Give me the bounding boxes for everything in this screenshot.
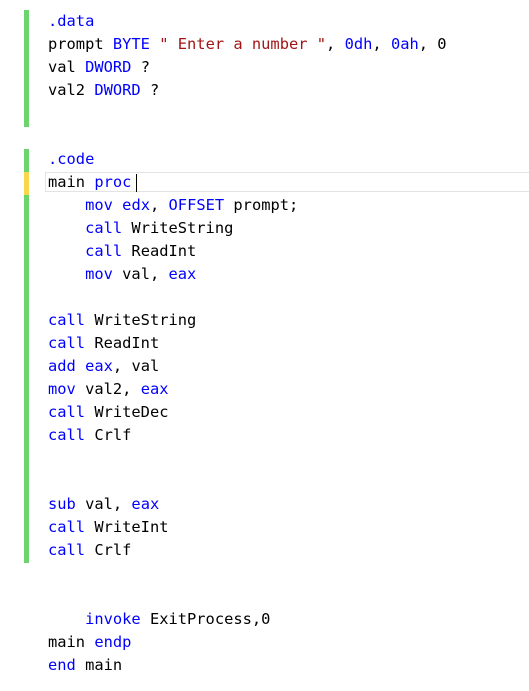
- code-token-text: val,: [75, 495, 132, 513]
- change-bar-code-body: [24, 195, 29, 563]
- code-token-text: ReadInt: [122, 242, 197, 260]
- code-token-keyword: OFFSET: [168, 196, 225, 214]
- code-token-keyword: call: [48, 518, 86, 536]
- code-line[interactable]: call ReadInt: [48, 332, 159, 355]
- code-token-text: [48, 610, 85, 628]
- code-token-keyword: end: [48, 656, 76, 674]
- code-token-text: WriteInt: [85, 518, 169, 536]
- code-token-keyword: 0dh: [344, 35, 373, 53]
- code-line[interactable]: mov edx, OFFSET prompt;: [48, 194, 298, 217]
- code-token-text: [48, 242, 85, 260]
- code-line[interactable]: mov val, eax: [48, 263, 196, 286]
- code-token-keyword: call: [48, 334, 86, 352]
- code-line[interactable]: val2 DWORD ?: [48, 79, 159, 102]
- code-token-text: [150, 35, 159, 53]
- code-token-text: val,: [112, 265, 169, 283]
- change-bar-unsaved-line: [24, 172, 29, 195]
- code-line[interactable]: main proc: [48, 171, 131, 194]
- code-token-keyword: 0ah: [390, 35, 419, 53]
- code-token-keyword: eax: [131, 495, 160, 513]
- code-token-keyword: eax: [85, 357, 113, 375]
- code-token-keyword: endp: [94, 633, 132, 651]
- code-token-string: " Enter a number ": [159, 35, 327, 53]
- code-token-text: main: [48, 633, 95, 651]
- code-line[interactable]: main endp: [48, 631, 131, 654]
- code-line[interactable]: call Crlf: [48, 539, 131, 562]
- code-line[interactable]: call WriteInt: [48, 516, 168, 539]
- code-line[interactable]: call Crlf: [48, 424, 131, 447]
- code-token-keyword: eax: [168, 265, 197, 283]
- code-token-text: ,: [149, 196, 169, 214]
- code-line[interactable]: call WriteDec: [48, 401, 168, 424]
- code-token-text: Crlf: [85, 541, 132, 559]
- code-token-text: ,: [326, 35, 345, 53]
- current-line-highlight: [45, 172, 529, 192]
- code-line[interactable]: call WriteString: [48, 217, 233, 240]
- code-token-text: ?: [140, 81, 160, 99]
- code-token-keyword: DWORD: [85, 58, 132, 76]
- code-token-text: ExitProcess,0: [140, 610, 271, 628]
- code-line[interactable]: mov val2, eax: [48, 378, 169, 401]
- code-token-keyword: call: [85, 219, 123, 237]
- code-line[interactable]: call WriteString: [48, 309, 196, 332]
- code-line[interactable]: .code: [48, 148, 94, 171]
- code-token-text: Crlf: [85, 426, 132, 444]
- change-bar-data-section: [24, 10, 29, 127]
- code-token-text: main: [75, 656, 123, 674]
- code-token-keyword: .code: [48, 150, 95, 168]
- code-line[interactable]: end main: [48, 654, 122, 677]
- code-token-text: val2,: [75, 380, 141, 398]
- code-token-text: prompt: [48, 35, 113, 53]
- code-token-text: , val: [112, 357, 160, 375]
- code-token-keyword: add: [48, 357, 76, 375]
- code-token-keyword: mov: [48, 380, 76, 398]
- code-token-keyword: mov: [85, 196, 113, 214]
- code-token-text: [113, 196, 122, 214]
- code-token-keyword: mov: [85, 265, 113, 283]
- code-token-text: main: [48, 173, 95, 191]
- code-token-text: ,: [372, 35, 391, 53]
- code-token-text: val2: [48, 81, 95, 99]
- code-token-text: ReadInt: [85, 334, 160, 352]
- code-line[interactable]: val DWORD ?: [48, 56, 150, 79]
- code-token-text: WriteString: [122, 219, 234, 237]
- code-token-text: val: [48, 58, 86, 76]
- code-token-keyword: sub: [48, 495, 76, 513]
- code-token-keyword: edx: [122, 196, 150, 214]
- code-token-text: prompt;: [224, 196, 299, 214]
- code-token-text: , 0: [418, 35, 447, 53]
- text-caret: [136, 174, 137, 192]
- code-token-text: ?: [131, 58, 150, 76]
- code-token-keyword: BYTE: [112, 35, 150, 53]
- code-token-keyword: call: [48, 311, 86, 329]
- code-token-keyword: proc: [94, 173, 132, 191]
- code-token-keyword: call: [48, 403, 86, 421]
- code-token-text: [48, 265, 85, 283]
- code-token-keyword: DWORD: [94, 81, 141, 99]
- change-bar-code-top: [24, 149, 29, 172]
- code-line[interactable]: prompt BYTE " Enter a number ", 0dh, 0ah…: [48, 33, 447, 56]
- code-token-text: WriteString: [85, 311, 197, 329]
- code-token-keyword: call: [48, 541, 86, 559]
- code-token-text: WriteDec: [85, 403, 169, 421]
- code-line[interactable]: sub val, eax: [48, 493, 159, 516]
- code-line[interactable]: add eax, val: [48, 355, 159, 378]
- code-line[interactable]: call ReadInt: [48, 240, 196, 263]
- code-token-keyword: call: [48, 426, 86, 444]
- code-token-text: [76, 357, 85, 375]
- code-token-keyword: .data: [48, 12, 95, 30]
- code-line[interactable]: invoke ExitProcess,0: [48, 608, 270, 631]
- code-token-text: [48, 219, 85, 237]
- code-token-keyword: invoke: [85, 610, 141, 628]
- code-token-keyword: call: [85, 242, 123, 260]
- code-token-text: [48, 196, 85, 214]
- code-token-keyword: eax: [140, 380, 169, 398]
- code-line[interactable]: .data: [48, 10, 94, 33]
